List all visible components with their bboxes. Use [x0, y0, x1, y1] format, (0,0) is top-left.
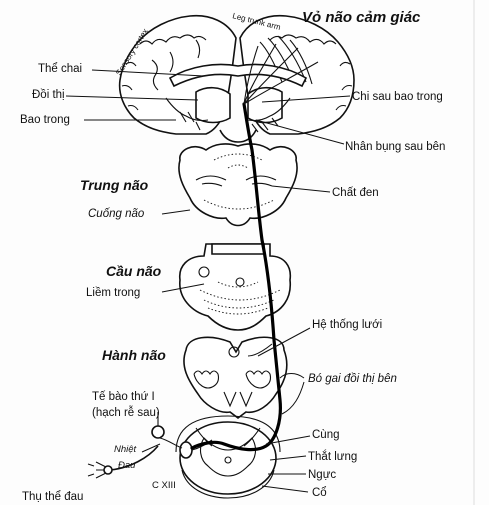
brain-section: Sensory cortex Leg trunk arm	[114, 11, 355, 143]
midbrain-outline	[178, 143, 298, 227]
leader-he-thong-luoi	[257, 327, 311, 357]
leader-nhan-bung	[255, 119, 345, 145]
pyramids	[223, 391, 253, 408]
spinothalamic-tract	[190, 102, 282, 452]
label-thu-the: Thụ thể đau	[22, 491, 83, 503]
thalamocortical-radiation	[243, 43, 319, 105]
leader-chat-den	[271, 185, 331, 193]
label-cau-nao: Cầu não	[106, 263, 162, 279]
substantia-nigra-right	[245, 175, 277, 187]
leader-cuong-nao	[161, 209, 191, 215]
leader-doi-thi	[65, 95, 199, 101]
brainstem-upper	[219, 129, 257, 143]
leader-that-lung	[269, 455, 307, 461]
label-hanh-nao: Hành não	[102, 347, 166, 363]
pain-receptor	[87, 445, 159, 479]
receptor-axon	[109, 445, 159, 471]
label-nguc: Ngực	[308, 469, 336, 481]
medulla-outline	[183, 336, 288, 419]
leader-nhiet	[141, 443, 161, 453]
internal-capsule	[165, 97, 291, 122]
leader-the-chai	[91, 69, 205, 77]
leader-liem-trong	[161, 283, 205, 293]
right-gyri	[259, 34, 353, 111]
label-dau: Đau	[118, 460, 136, 471]
cortex-title: Vỏ não cảm giác	[302, 9, 421, 26]
receptor-bulb	[103, 465, 113, 475]
label-cuong-nao: Cuống não	[88, 208, 145, 220]
pons-outline	[179, 243, 292, 331]
label-nhiet: Nhiệt	[114, 444, 137, 455]
leader-cung	[265, 435, 311, 445]
leader-chi-sau	[261, 95, 351, 103]
label-liem-trong: Liềm trong	[86, 287, 140, 299]
label-cxiii: C XIII	[152, 480, 176, 491]
pons-nucleus-left	[198, 266, 210, 278]
pons-stipple	[199, 281, 281, 315]
leader-bo-gai-2	[281, 381, 305, 415]
leader-bo-gai-1	[279, 373, 305, 379]
midbrain-dots	[203, 153, 275, 210]
label-te-bao-2: (hạch rễ sau)	[92, 406, 160, 419]
substantia-nigra-left	[195, 175, 227, 187]
label-he-thong-luoi: Hệ thống lưới	[312, 319, 382, 331]
label-cung: Cùng	[312, 429, 340, 441]
label-doi-thi: Đồi thị	[32, 89, 65, 101]
grey-matter	[199, 437, 257, 477]
label-te-bao-1: Tế bào thứ I	[92, 391, 155, 403]
dorsal-horns	[195, 427, 261, 447]
first-order-neuron	[151, 425, 165, 439]
basal-hatching	[179, 111, 279, 133]
medulla-center	[228, 346, 240, 358]
spinal-cord-outline	[179, 421, 277, 495]
label-that-lung: Thắt lưng	[308, 450, 357, 463]
label-the-chai: Thể chai	[38, 63, 82, 75]
medulla-section	[183, 336, 288, 419]
pons-nucleus-center	[235, 277, 245, 287]
thalamus-right	[247, 86, 283, 124]
leader-lines	[65, 69, 351, 493]
left-gyri	[121, 34, 207, 111]
corpus-callosum	[168, 63, 308, 88]
olive-left	[193, 370, 220, 389]
central-canal	[224, 456, 232, 464]
midbrain-section	[178, 143, 298, 227]
label-nhan-bung: Nhân bụng sau bên	[345, 141, 445, 153]
leader-co	[261, 485, 309, 493]
label-co: Cổ	[312, 487, 327, 499]
cord-layer-lines	[175, 415, 281, 499]
reticular-collateral	[247, 343, 273, 357]
label-bo-gai: Bó gai đồi thị bên	[308, 373, 397, 385]
dorsal-root-ganglion	[179, 441, 193, 459]
receptor-branches	[87, 461, 109, 479]
label-chi-sau: Chi sau bao trong	[352, 91, 443, 103]
spinal-cord-section	[151, 412, 281, 499]
fourth-ventricle	[211, 243, 265, 255]
thalamus	[195, 86, 231, 124]
label-chat-den: Chất đen	[332, 187, 379, 199]
label-trung-nao: Trung não	[80, 177, 149, 193]
olive-right	[245, 370, 272, 389]
label-bao-trong: Bao trong	[20, 114, 70, 126]
